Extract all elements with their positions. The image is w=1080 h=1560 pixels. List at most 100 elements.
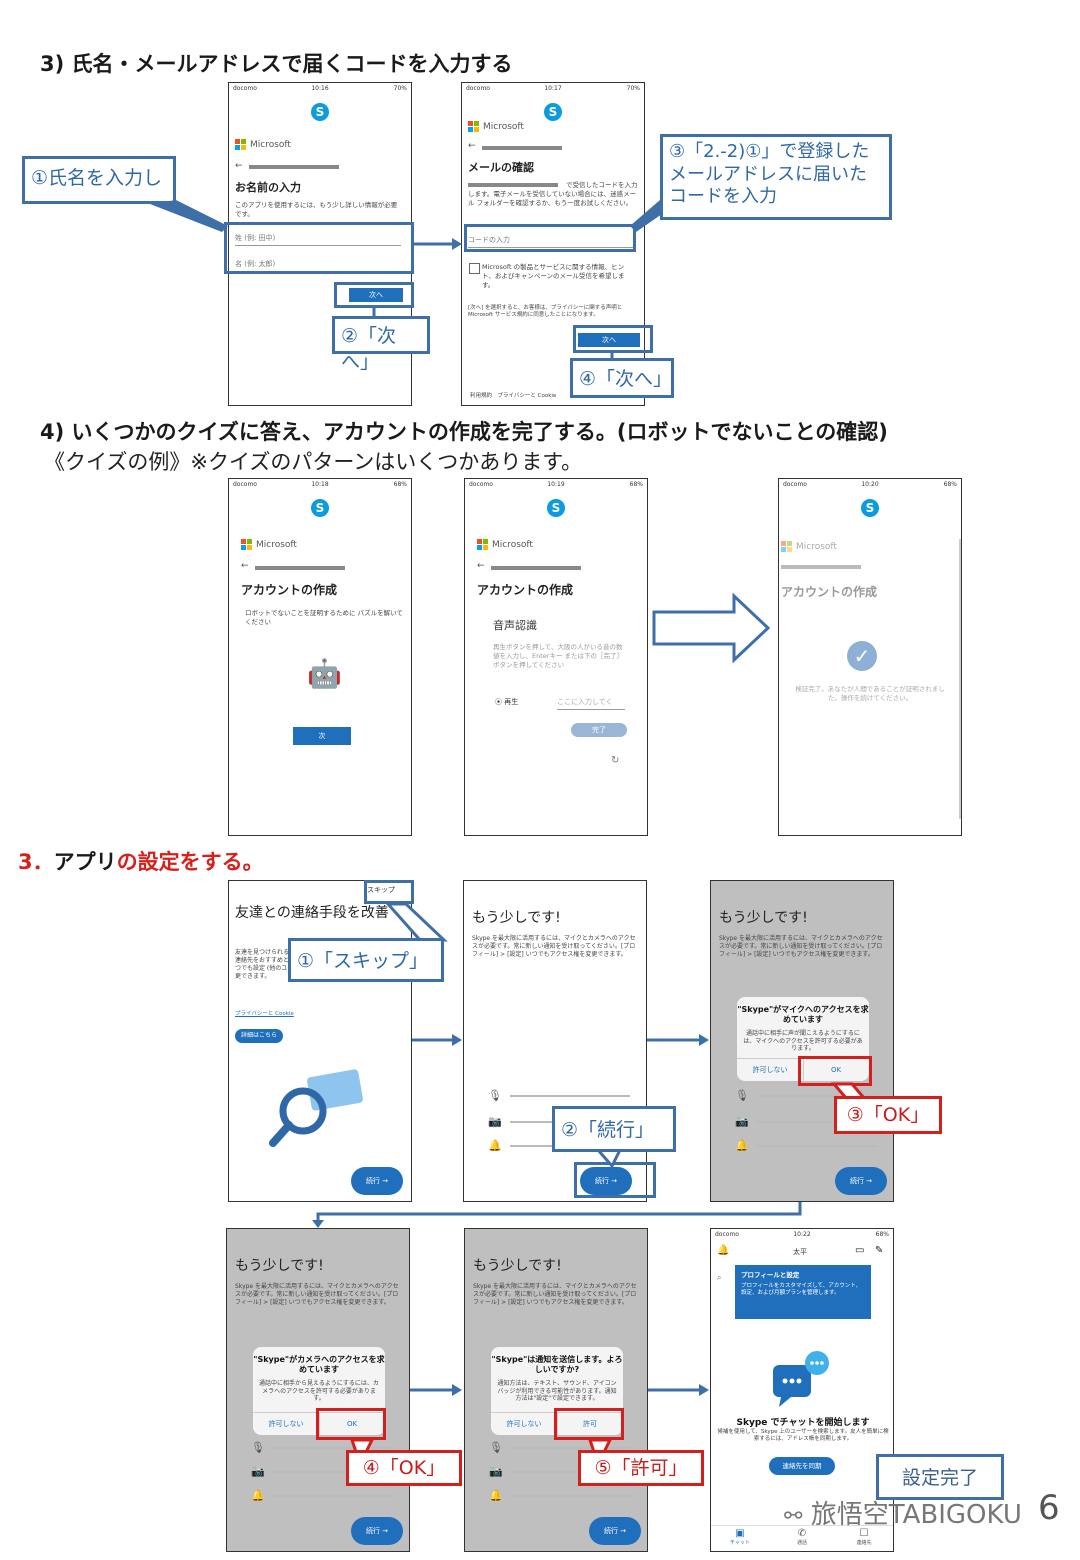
- camera-icon: 📷: [251, 1465, 265, 1478]
- sync-contacts-button[interactable]: 連絡先を同期: [769, 1457, 835, 1475]
- redacted-email: [482, 146, 562, 150]
- video-call-icon[interactable]: ▭: [855, 1245, 865, 1256]
- microphone-icon: 🎙: [489, 1441, 503, 1454]
- next-button[interactable]: 次へ: [578, 333, 640, 347]
- status-bar: docomo 10:17 70%: [462, 83, 644, 95]
- back-arrow-icon[interactable]: ←: [468, 141, 476, 151]
- description-text: Skype を最大限に活用するには、マイクとカメラへのアクセスが必要です。常に新…: [719, 935, 883, 959]
- page-title: もう少しです!: [472, 910, 561, 926]
- privacy-link[interactable]: プライバシーと Cookie: [235, 1011, 294, 1017]
- redacted-email: [781, 565, 861, 569]
- allow-button[interactable]: 許可: [557, 1412, 623, 1435]
- description-text: Skype を最大限に活用するには、マイクとカメラへのアクセスが必要です。常に新…: [235, 1283, 399, 1307]
- status-bar: docomo 10:20 68%: [779, 479, 961, 491]
- back-arrow-icon[interactable]: ←: [235, 161, 243, 171]
- camera-icon: 📷: [489, 1465, 503, 1478]
- deny-button[interactable]: 許可しない: [491, 1412, 558, 1435]
- carrier-label: docomo: [783, 481, 807, 488]
- microsoft-logo: Microsoft: [781, 541, 837, 552]
- microsoft-logo: Microsoft: [468, 121, 524, 132]
- profile-name[interactable]: 太平: [793, 1248, 807, 1256]
- play-button[interactable]: ⦿ 再生: [495, 697, 518, 707]
- audio-captcha-title: 音声認識: [493, 619, 537, 632]
- phone-camera-permission: もう少しです! Skype を最大限に活用するには、マイクとカメラへのアクセスが…: [226, 1228, 410, 1552]
- nav-contacts[interactable]: ☐連絡先: [849, 1528, 879, 1546]
- time-label: 10:18: [311, 481, 329, 488]
- notification-row: 🔔: [489, 1489, 639, 1503]
- page-title: アカウントの作成: [477, 583, 574, 597]
- nav-calls[interactable]: ✆通話: [787, 1528, 817, 1546]
- time-label: 10:20: [861, 481, 879, 488]
- ok-button[interactable]: OK: [319, 1412, 385, 1435]
- continue-button[interactable]: 続行 →: [580, 1167, 632, 1195]
- redacted-email: [491, 566, 581, 570]
- battery-label: 70%: [393, 85, 407, 92]
- deny-button[interactable]: 許可しない: [737, 1058, 804, 1081]
- contact-card-illustration-icon: [269, 1069, 363, 1147]
- continue-button[interactable]: 続行 →: [589, 1517, 641, 1545]
- phone-mic-permission: もう少しです! Skype を最大限に活用するには、マイクとカメラへのアクセスが…: [710, 880, 894, 1202]
- back-arrow-icon[interactable]: ←: [477, 561, 485, 571]
- skype-logo-icon: S: [311, 499, 329, 517]
- camera-row: 📷: [251, 1465, 401, 1479]
- section-heading-quiz: 4) いくつかのクイズに答え、アカウントの作成を完了する。(ロボットでないことの…: [40, 420, 888, 444]
- section-heading-app: アプリ: [53, 850, 117, 874]
- deny-button[interactable]: 許可しない: [253, 1412, 320, 1435]
- continue-button[interactable]: 続行 →: [351, 1167, 403, 1195]
- page-number: 6: [1038, 1488, 1060, 1528]
- microsoft-brand-text: Microsoft: [256, 539, 297, 550]
- captcha-input[interactable]: ここに入力してく: [557, 697, 625, 710]
- play-label: 再生: [504, 698, 519, 706]
- compose-icon[interactable]: ✎: [875, 1245, 884, 1256]
- time-label: 10:17: [544, 85, 562, 92]
- marketing-checkbox[interactable]: [469, 263, 480, 274]
- next-button[interactable]: 次: [293, 727, 351, 745]
- highlight-name-fields: [224, 222, 414, 274]
- notification-row: 🔔: [251, 1489, 401, 1503]
- nav-chat[interactable]: ▣チャット: [725, 1528, 755, 1546]
- battery-label: 68%: [943, 481, 957, 488]
- details-button[interactable]: 詳細はこちら: [235, 1029, 283, 1043]
- play-icon: ⦿: [495, 698, 502, 706]
- highlight-skip: [364, 880, 414, 904]
- code-input[interactable]: コードの入力: [468, 235, 634, 248]
- surname-input[interactable]: 姓 (例: 田中): [235, 233, 401, 246]
- battery-label: 70%: [626, 85, 640, 92]
- profile-tooltip: プロフィールと設定 プロフィールをカスタマイズして、アカウント、設定、および月額…: [735, 1265, 871, 1319]
- highlight-next-1: [334, 282, 414, 308]
- notification-row: 🔔: [735, 1139, 885, 1153]
- back-arrow-icon[interactable]: ←: [241, 561, 249, 571]
- description-text: 検証完了。あなたが人間であることが証明されました。操作を続けてください。: [795, 685, 945, 702]
- microsoft-logo: Microsoft: [241, 539, 297, 550]
- dialog-description: 通知方法は、テキスト、サウンド、アイコンバッジが利用できる可能性があります。通知…: [497, 1379, 617, 1403]
- refresh-icon[interactable]: ↻: [611, 755, 620, 766]
- section-heading-settings-text: の設定をする。: [116, 850, 264, 874]
- time-label: 10:22: [793, 1231, 811, 1238]
- camera-icon: 📷: [488, 1115, 502, 1128]
- bell-icon[interactable]: 🔔: [717, 1245, 730, 1256]
- dialog-title: "Skype"がカメラへのアクセスを求めています: [253, 1355, 385, 1375]
- phone-skype-home: docomo 10:22 68% 🔔 太平 ▭ ✎ ⌕ プロフィールと設定 プロ…: [710, 1228, 894, 1552]
- callout-enter-name: ①氏名を入力し: [22, 156, 176, 204]
- search-icon[interactable]: ⌕: [717, 1273, 722, 1282]
- done-button[interactable]: 完了: [571, 723, 627, 737]
- continue-button[interactable]: 続行 →: [835, 1167, 887, 1195]
- bottom-nav: ▣チャット ✆通話 ☐連絡先: [711, 1525, 893, 1551]
- scrollbar[interactable]: [959, 539, 961, 819]
- footer-links[interactable]: 利用規約 プライバシーと Cookie: [470, 393, 557, 399]
- next-button[interactable]: 次へ: [349, 288, 403, 302]
- continue-button[interactable]: 続行 →: [351, 1517, 403, 1545]
- highlight-ok-mic: [798, 1056, 872, 1086]
- page-title: お名前の入力: [235, 181, 301, 194]
- microphone-icon: 🎙: [251, 1441, 265, 1454]
- page-title: メールの確認: [468, 161, 534, 174]
- callout-ok-camera: ④「OK」: [346, 1450, 462, 1486]
- checkbox-label: Microsoft の製品とサービスに関する情報、ヒント、およびキャンペーンのメ…: [482, 263, 625, 289]
- phone-puzzle: docomo 10:18 68% S Microsoft ← アカウントの作成 …: [228, 478, 412, 836]
- callout-skip: ①「スキップ」: [288, 938, 444, 982]
- battery-label: 68%: [875, 1231, 889, 1238]
- skype-logo-icon: S: [861, 499, 879, 517]
- phone-audio-captcha: docomo 10:19 68% S Microsoft ← アカウントの作成 …: [464, 478, 648, 836]
- skip-button[interactable]: スキップ: [367, 886, 395, 894]
- callout-ok-mic: ③「OK」: [834, 1096, 942, 1134]
